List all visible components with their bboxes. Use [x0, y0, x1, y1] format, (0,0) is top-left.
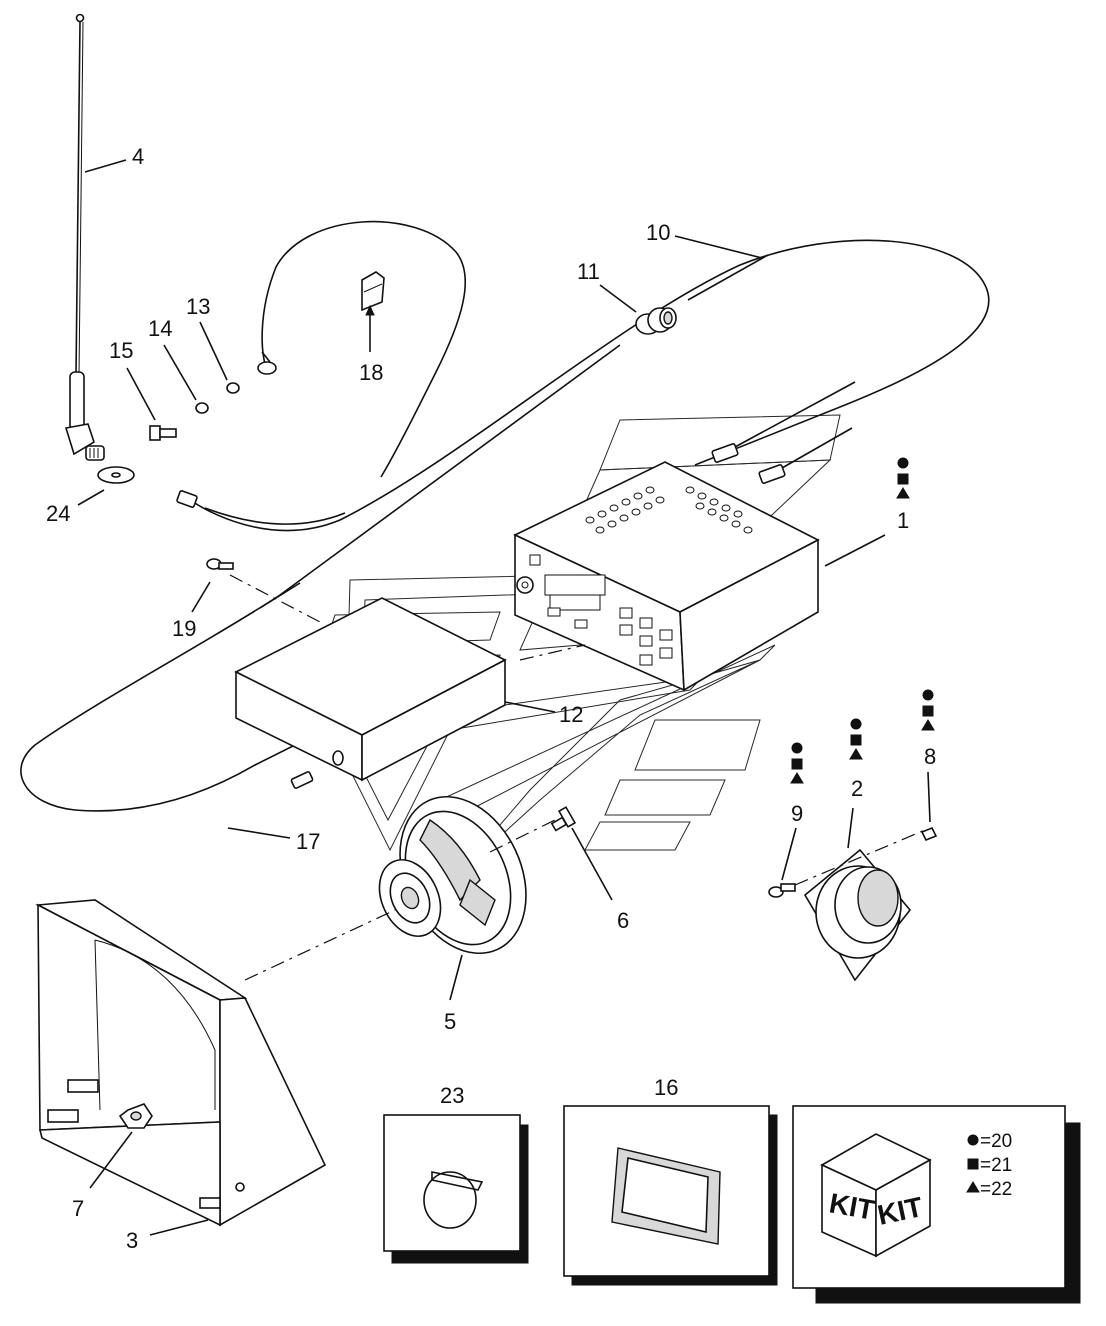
leader-6: [571, 827, 613, 901]
screw-6: [550, 806, 577, 832]
callout-24: 24: [46, 501, 70, 526]
legend-square-icon: [967, 1158, 979, 1170]
legend-text-20: =20: [980, 1131, 1012, 1152]
legend-text-21: =21: [980, 1155, 1012, 1176]
callout-12: 12: [559, 702, 583, 727]
leader-15: [126, 367, 156, 421]
box-kit: [792, 1105, 1081, 1304]
speaker-enclosure-3: [35, 899, 327, 1227]
speaker-5: [378, 795, 527, 955]
box-trim-bezel-16: [563, 1105, 778, 1286]
leader-5: [449, 954, 463, 1001]
leader-19: [191, 581, 211, 613]
callout-6: 6: [617, 908, 629, 933]
callout-9: 9: [791, 801, 803, 826]
leader-4: [84, 159, 127, 173]
callout-1: 1: [897, 508, 909, 533]
screw-19: [206, 558, 234, 570]
leader-11: [599, 284, 637, 313]
leader-7: [89, 1131, 133, 1189]
kit-label-left: KIT: [827, 1187, 877, 1225]
ground-strap: [257, 220, 467, 478]
legend-circle-icon: [967, 1134, 979, 1146]
callout-17: 17: [296, 829, 320, 854]
nut-7: [118, 1103, 153, 1129]
leader-2: [847, 807, 854, 849]
arrow-18: [365, 304, 375, 316]
callout-2: 2: [851, 776, 863, 801]
leader-12: [504, 701, 556, 713]
legend-text-22: =22: [980, 1179, 1012, 1200]
callout-3: 3: [126, 1228, 138, 1253]
leader-14: [163, 344, 197, 401]
radio-head-unit-1: [513, 461, 820, 692]
callout-16: 16: [654, 1075, 678, 1100]
clip-8: [920, 826, 938, 842]
symbol-stack-1: [896, 457, 910, 499]
amplifier-12: [234, 597, 507, 782]
legend-triangle-icon: [966, 1181, 980, 1193]
leader-3: [149, 1219, 209, 1236]
symbol-stack-8: [921, 689, 935, 731]
leader-17: [227, 827, 291, 839]
cable-clip-18: [361, 271, 385, 312]
callout-13: 13: [186, 294, 210, 319]
callout-5: 5: [444, 1009, 456, 1034]
callout-19: 19: [172, 616, 196, 641]
leader-1: [824, 534, 886, 567]
symbol-stack-9: [790, 742, 804, 784]
callout-10: 10: [646, 220, 670, 245]
symbol-stack-2: [849, 718, 863, 760]
tweeter-2: [803, 848, 912, 982]
callout-18: 18: [359, 360, 383, 385]
antenna-mast: [64, 13, 105, 461]
screw-15: [149, 425, 177, 441]
washer-13: [226, 382, 240, 394]
extension-cable-17: [20, 344, 621, 812]
leader-24: [77, 489, 105, 506]
grommet-11: [635, 307, 677, 335]
antenna-cable-10: [176, 239, 990, 532]
washer-24: [97, 466, 135, 484]
box-cable-tie-23: [383, 1114, 529, 1264]
callout-4: 4: [132, 144, 144, 169]
screw-9: [768, 883, 796, 898]
leader-13: [199, 321, 228, 381]
leader-9: [781, 827, 797, 881]
callout-7: 7: [72, 1196, 84, 1221]
callout-23: 23: [440, 1083, 464, 1108]
leader-10: [674, 235, 763, 259]
leader-8: [927, 771, 931, 823]
callout-8: 8: [924, 744, 936, 769]
callout-11: 11: [577, 259, 600, 284]
callout-15: 15: [109, 338, 133, 363]
lockwasher-14: [195, 402, 209, 414]
callout-14: 14: [148, 316, 172, 341]
